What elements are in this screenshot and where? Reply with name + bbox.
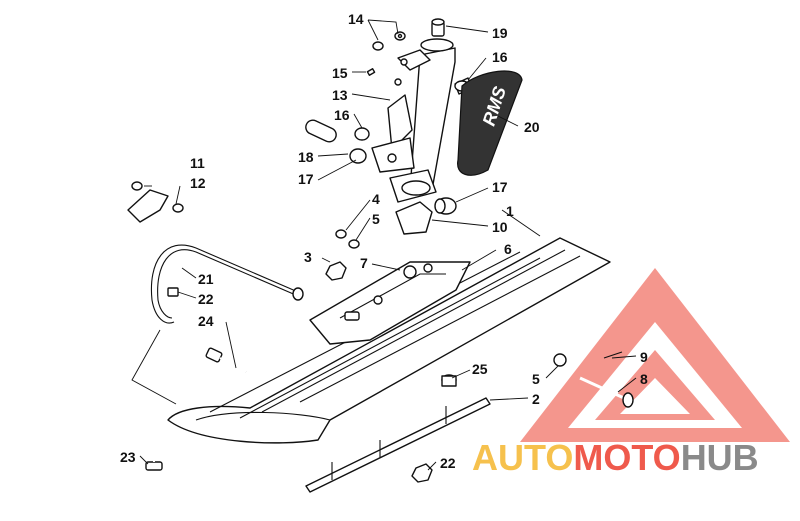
callout-23: 23 <box>120 449 136 465</box>
watermark-hub: HUB <box>681 437 759 478</box>
callout-25: 25 <box>472 361 488 377</box>
callout-18: 18 <box>298 149 314 165</box>
callout-7: 7 <box>360 255 368 271</box>
callout-22-bottom: 22 <box>440 455 456 471</box>
washers <box>372 31 406 51</box>
watermark-auto: AUTO <box>472 437 573 478</box>
callout-22-top: 22 <box>198 291 214 307</box>
rivet-bracket <box>127 181 184 223</box>
decal: RMS <box>457 70 523 176</box>
callout-6: 6 <box>504 241 512 257</box>
lower-hardware <box>411 374 457 483</box>
saddle <box>309 261 471 345</box>
callout-16-mid: 16 <box>334 107 350 123</box>
callout-3: 3 <box>304 249 312 265</box>
callout-19: 19 <box>492 25 508 41</box>
callout-16-top: 16 <box>492 49 508 65</box>
handle <box>150 244 304 324</box>
callout-24: 24 <box>198 313 214 329</box>
cap <box>420 18 454 52</box>
callout-5-bottom: 5 <box>532 371 540 387</box>
callout-2: 2 <box>532 391 540 407</box>
callout-9: 9 <box>640 349 648 365</box>
leader-lines <box>131 19 637 471</box>
watermark-triangle-hole <box>620 378 690 414</box>
callout-14: 14 <box>348 11 364 27</box>
bolt-lower <box>145 430 163 471</box>
handle-nut <box>167 287 179 297</box>
callout-10: 10 <box>492 219 508 235</box>
callout-5-top: 5 <box>372 211 380 227</box>
bolt <box>205 347 247 373</box>
watermark-moto: MOTO <box>573 437 680 478</box>
spindle <box>371 47 456 203</box>
pivot-pin <box>553 351 634 408</box>
callout-20: 20 <box>524 119 540 135</box>
svg-text:AUTOMOTOHUB: AUTOMOTOHUB <box>472 437 759 478</box>
callout-1: 1 <box>506 203 514 219</box>
callout-11: 11 <box>190 155 205 171</box>
hardware-top <box>325 229 360 281</box>
callout-17-right: 17 <box>492 179 508 195</box>
pin <box>366 68 376 76</box>
callouts: 14 19 16 15 13 16 20 18 17 17 11 12 4 1 … <box>120 11 648 471</box>
callout-21: 21 <box>198 271 214 287</box>
callout-13: 13 <box>332 87 348 103</box>
callout-4: 4 <box>372 191 380 207</box>
callout-8: 8 <box>640 371 648 387</box>
watermark-text: AUTOMOTOHUB <box>472 437 759 478</box>
callout-15: 15 <box>332 65 348 81</box>
callout-17-left: 17 <box>298 171 314 187</box>
callout-12: 12 <box>190 175 206 191</box>
wear-bar <box>305 397 491 493</box>
bracket <box>395 201 433 235</box>
